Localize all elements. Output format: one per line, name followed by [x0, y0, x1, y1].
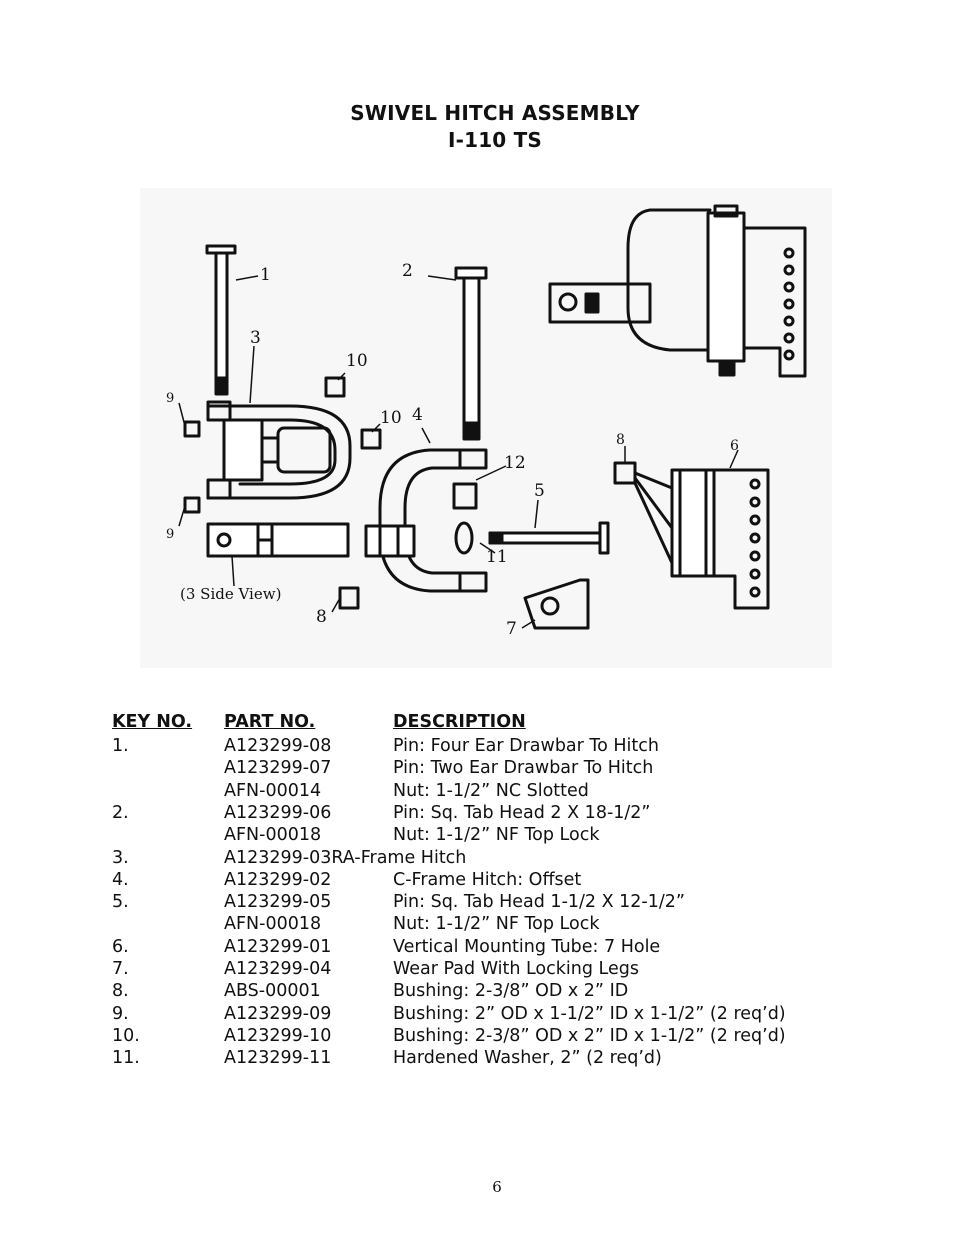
part-cell: AFN-00018: [224, 914, 322, 935]
desc-cell: Pin: Sq. Tab Head 2 X 18-1/2”: [393, 802, 651, 823]
pin-part-2: [454, 266, 488, 441]
part-cell: ABS-00001: [224, 981, 321, 1002]
callout-9b: 9: [166, 527, 174, 542]
desc-cell: Vertical Mounting Tube: 7 Hole: [393, 936, 661, 957]
key-cell: 7.: [112, 959, 129, 979]
page-title: SWIVEL HITCH ASSEMBLY: [350, 101, 640, 125]
callout-10a: 10: [346, 351, 368, 371]
callout-9a: 9: [166, 391, 174, 406]
frame-hitch-part-3: [206, 400, 352, 500]
mounting-tube-part-6: [633, 468, 770, 610]
header-key-no: KEY NO.: [112, 712, 193, 732]
part-cell: A123299-01: [224, 936, 332, 957]
leader-lines: [178, 275, 739, 629]
desc-cell: Nut: 1-1/2” NC Slotted: [393, 780, 589, 801]
key-cell: 9.: [112, 1003, 129, 1024]
assembled-view: [548, 204, 807, 378]
key-cell: 4.: [112, 869, 129, 890]
bushing-part-9a: [183, 420, 201, 438]
part-cell: A123299-04: [224, 959, 332, 979]
desc-cell: Hardened Washer, 2” (2 req’d): [393, 1048, 662, 1069]
pin-part-1: [205, 244, 237, 396]
model-number: I-110 TS: [447, 128, 543, 152]
frame-hitch-side-view: [206, 522, 350, 558]
desc-cell: Bushing: 2-3/8” OD x 2” ID: [393, 981, 629, 1002]
key-cell: 3.: [112, 847, 129, 868]
bushing-part-10a: [324, 376, 346, 398]
part-cell: A123299-11: [224, 1048, 332, 1069]
side-view-label: (3 Side View): [180, 585, 281, 603]
key-cell: 2.: [112, 802, 129, 823]
callout-6: 6: [730, 438, 739, 454]
bushing-part-12: [452, 482, 478, 510]
part-cell: AFN-00014: [224, 780, 322, 801]
key-cell: 11.: [112, 1048, 140, 1069]
desc-cell: Bushing: 2-3/8” OD x 2” ID x 1-1/2” (2 r…: [393, 1025, 786, 1046]
pin-part-5: [454, 521, 610, 555]
callout-10b: 10: [380, 408, 402, 428]
header-description: DESCRIPTION: [393, 712, 526, 732]
desc-cell: Bushing: 2” OD x 1-1/2” ID x 1-1/2” (2 r…: [393, 1003, 786, 1024]
header-part-no: PART NO.: [224, 712, 316, 732]
bushing-part-9b: [183, 496, 201, 514]
callout-11: 11: [486, 547, 508, 567]
desc-cell: Pin: Sq. Tab Head 1-1/2 X 12-1/2”: [393, 892, 685, 913]
callout-7: 7: [506, 619, 517, 639]
part-cell: A123299-03RA-Frame Hitch: [224, 847, 467, 868]
bushing-part-10b: [360, 428, 382, 450]
desc-cell: Pin: Two Ear Drawbar To Hitch: [393, 758, 654, 779]
callout-1: 1: [260, 265, 271, 285]
desc-cell: Wear Pad With Locking Legs: [393, 959, 639, 979]
key-cell: 10.: [112, 1025, 140, 1046]
part-cell: A123299-05: [224, 892, 332, 913]
key-cell: 6.: [112, 936, 129, 957]
callout-8b: 8: [616, 432, 625, 448]
part-cell: A123299-09: [224, 1003, 332, 1024]
desc-cell: Nut: 1-1/2” NF Top Lock: [393, 914, 600, 935]
part-cell: A123299-08: [224, 736, 332, 756]
part-cell: A123299-10: [224, 1025, 332, 1046]
key-cell: 8.: [112, 981, 129, 1002]
callout-3: 3: [250, 328, 261, 348]
callout-5: 5: [534, 481, 545, 501]
callout-8: 8: [316, 607, 327, 627]
page-number: 6: [492, 1178, 502, 1196]
part-cell: AFN-00018: [224, 825, 322, 846]
c-frame-hitch-part-4: [364, 448, 488, 593]
part-cell: A123299-02: [224, 869, 332, 890]
assembly-diagram: 1 2 3 4 5 6 7 8 8 9 9 10 10 11 12 (3 Sid…: [140, 188, 832, 668]
callout-4: 4: [412, 405, 423, 425]
desc-cell: Pin: Four Ear Drawbar To Hitch: [393, 736, 659, 756]
part-cell: A123299-06: [224, 802, 332, 823]
callout-12: 12: [504, 453, 526, 473]
key-cell: 1.: [112, 736, 129, 756]
key-cell: 5.: [112, 892, 129, 913]
desc-cell: Nut: 1-1/2” NF Top Lock: [393, 825, 600, 846]
part-cell: A123299-07: [224, 758, 332, 779]
desc-cell: C-Frame Hitch: Offset: [393, 869, 582, 890]
callout-2: 2: [402, 261, 413, 281]
wear-pad-part-7: [523, 578, 590, 630]
